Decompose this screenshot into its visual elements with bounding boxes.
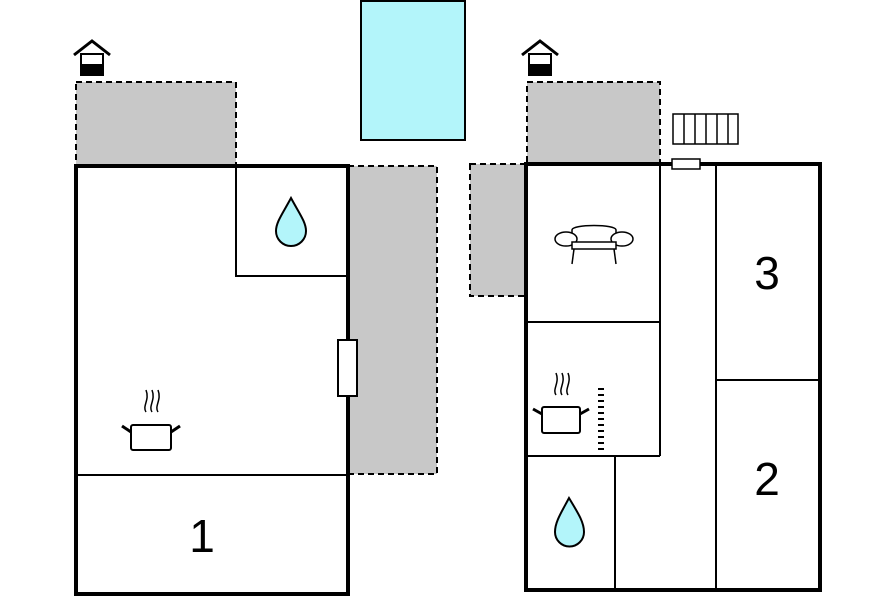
left-building: 1 (73, 39, 438, 596)
room-label-3: 3 (754, 247, 780, 299)
terrace-top-right (526, 81, 661, 165)
water-drop-icon (553, 495, 586, 548)
terrace-right (347, 165, 438, 475)
pool (360, 0, 466, 141)
cooking-pot-icon (121, 389, 181, 451)
cooking-pot-icon (532, 372, 590, 434)
right-door (671, 158, 701, 170)
left-bathroom-wall (235, 166, 348, 277)
house-entrance-icon (73, 39, 111, 76)
terrace-left (469, 163, 527, 297)
terrace-top-left (75, 81, 237, 167)
stairs-icon (672, 113, 739, 145)
water-drop-icon (274, 195, 308, 247)
house-entrance-icon (521, 39, 559, 76)
right-building: 3 2 (469, 39, 822, 592)
left-door (337, 339, 358, 397)
sofa-icon (554, 224, 634, 265)
room-label-1: 1 (189, 510, 215, 562)
room-label-2: 2 (754, 453, 780, 505)
